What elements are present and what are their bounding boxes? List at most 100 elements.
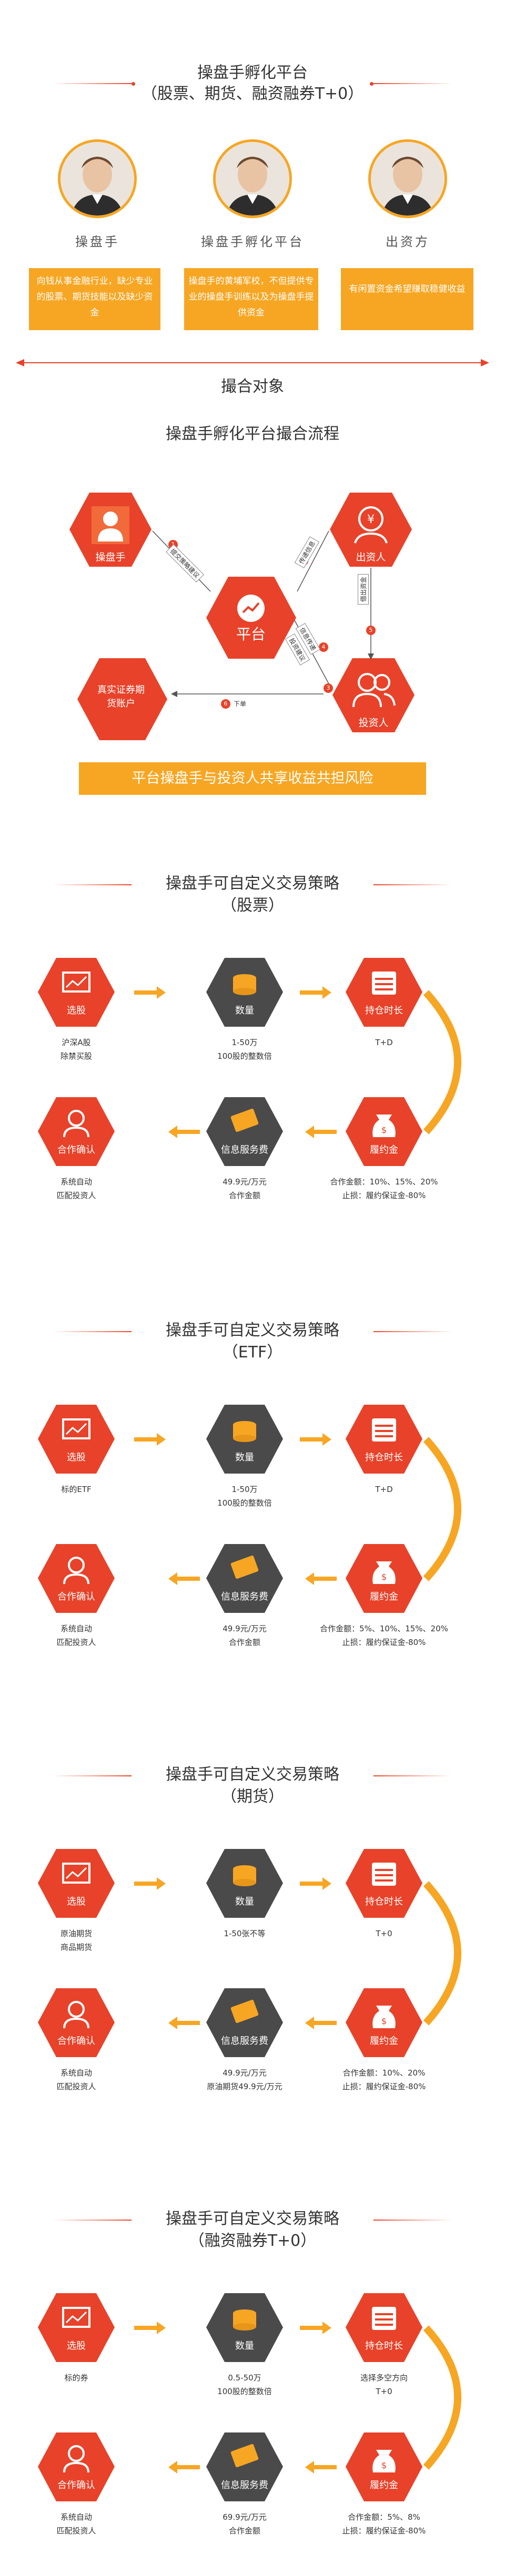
hex-margin: $ <box>345 1543 423 1616</box>
step-num-6: 6 <box>221 699 230 709</box>
step-num-5: 5 <box>366 626 376 635</box>
flow-connectors <box>152 530 374 697</box>
hex-amount <box>205 1404 284 1477</box>
flow-title: 操盘手孵化平台撮合流程 <box>166 425 339 443</box>
hex-margin: $ <box>345 1987 423 2060</box>
hex-account <box>77 658 167 740</box>
strategy-arrows <box>134 2322 461 2473</box>
label-fee: 信息服务费 <box>221 2036 268 2047</box>
section-deco-left <box>53 1775 132 1776</box>
hex-select <box>37 957 116 1030</box>
step-num-3: 3 <box>324 683 333 693</box>
hex-hold <box>345 957 423 1030</box>
text-hold: T+D <box>375 1485 393 1494</box>
section-title: 操盘手可自定义交易策略 <box>166 1765 339 1784</box>
avatar-funder <box>368 139 447 218</box>
svg-text:¥: ¥ <box>367 513 375 526</box>
label-margin: 履约金 <box>370 1144 398 1156</box>
hex-platform <box>206 577 296 659</box>
label-hold: 持仓时长 <box>365 1005 403 1016</box>
label-select: 选股 <box>67 1005 86 1016</box>
text-hold: 选择多空方向 T+0 <box>360 2373 408 2396</box>
avatar-trader <box>58 139 137 218</box>
label-select: 选股 <box>67 1452 86 1463</box>
hex-amount <box>205 1848 284 1921</box>
label-amount: 数量 <box>235 1452 254 1463</box>
role-trader: 操盘手 <box>75 234 119 249</box>
page-title: 操盘手孵化平台 <box>197 64 308 82</box>
hex-confirm <box>37 1987 116 2060</box>
title-dot-left <box>132 82 135 86</box>
text-amount: 1-50万 100股的整数倍 <box>217 1485 272 1508</box>
section-subtitle: （ETF） <box>222 1343 283 1362</box>
text-margin: 合作金额：10%、15%、20% 止损：履约保证金-80% <box>330 1177 438 1200</box>
strategy-arrows <box>134 986 461 1138</box>
step-label-5: 借出资金 <box>358 574 369 605</box>
label-amount: 数量 <box>235 1005 254 1016</box>
hex-hold <box>345 2292 423 2365</box>
label-hold: 持仓时长 <box>365 1896 403 1907</box>
flow-banner: 平台操盘手与投资人共享收益共担风险 <box>79 762 426 795</box>
match-arrow <box>16 359 489 366</box>
node-account: 真实证券期货账户 <box>97 684 145 709</box>
role-desc-trader: 向钱从事金融行业，缺少专业的股票、期货技能以及缺少资金 <box>29 268 160 330</box>
text-select: 标的ETF <box>61 1485 92 1494</box>
role-platform: 操盘手孵化平台 <box>201 234 304 249</box>
label-select: 选股 <box>67 1896 86 1907</box>
hex-investor-top: ¥ <box>330 493 412 567</box>
step-label-6: 下单 <box>231 699 249 709</box>
section-subtitle: （融资融券T+0） <box>188 2232 317 2250</box>
section-title: 操盘手可自定义交易策略 <box>166 1321 339 1340</box>
match-label: 撮合对象 <box>221 377 284 396</box>
section-deco-right <box>373 1331 452 1332</box>
section-title: 操盘手可自定义交易策略 <box>166 874 339 893</box>
section-deco-left <box>53 884 132 885</box>
strategy-arrows <box>134 1433 461 1585</box>
label-fee: 信息服务费 <box>221 1144 268 1156</box>
text-fee: 49.9元/万元 合作金额 <box>223 1624 267 1647</box>
text-margin: 合作金额：5%、10%、15%、20% 止损：履约保证金-80% <box>320 1624 448 1647</box>
hex-select <box>37 2292 116 2365</box>
text-confirm: 系统自动 匹配投资人 <box>56 2068 96 2091</box>
title-deco-right <box>373 83 452 84</box>
step-num-4: 4 <box>319 642 328 652</box>
label-amount: 数量 <box>235 2340 254 2352</box>
text-confirm: 系统自动 匹配投资人 <box>56 1624 96 1647</box>
avatar-platform <box>213 139 292 218</box>
hex-fee <box>205 2431 284 2505</box>
text-hold: T+0 <box>376 1929 392 1938</box>
hex-fee <box>205 1987 284 2060</box>
text-margin: 合作金额：10%、20% 止损：履约保证金-80% <box>342 2068 426 2091</box>
hex-investor <box>332 658 415 732</box>
hex-confirm <box>37 2431 116 2505</box>
label-hold: 持仓时长 <box>365 1452 403 1463</box>
label-margin: 履约金 <box>370 1591 398 1602</box>
hex-hold <box>345 1404 423 1477</box>
label-confirm: 合作确认 <box>57 1591 95 1602</box>
label-fee: 信息服务费 <box>221 1591 268 1602</box>
node-investor: 投资人 <box>358 717 389 729</box>
role-desc-platform: 操盘手的黄埔军校，不但提供专业的操盘手训练以及为操盘手提供资金 <box>184 268 318 330</box>
text-amount: 0.5-50万 100股的整数倍 <box>217 2373 272 2396</box>
section-title: 操盘手可自定义交易策略 <box>166 2210 339 2228</box>
hex-confirm <box>37 1543 116 1616</box>
svg-text:$: $ <box>381 2460 387 2470</box>
text-select: 标的券 <box>64 2373 88 2383</box>
label-fee: 信息服务费 <box>221 2480 268 2491</box>
hex-trader <box>69 493 152 567</box>
role-desc-funder: 有闲置资金希望赚取稳健收益 <box>341 268 473 330</box>
hex-margin: $ <box>345 1096 423 1169</box>
label-confirm: 合作确认 <box>57 1144 95 1156</box>
label-confirm: 合作确认 <box>57 2480 95 2491</box>
section-deco-left <box>53 2220 132 2221</box>
node-trader: 操盘手 <box>95 551 126 563</box>
label-confirm: 合作确认 <box>57 2036 95 2047</box>
section-deco-right <box>373 1775 452 1776</box>
label-select: 选股 <box>67 2340 86 2352</box>
text-select: 原油期货 商品期货 <box>60 1929 92 1952</box>
section-deco-right <box>373 884 452 885</box>
hex-fee <box>205 1543 284 1616</box>
label-margin: 履约金 <box>370 2036 398 2047</box>
page-subtitle: （股票、期货、融资融券T+0） <box>141 85 364 103</box>
role-funder: 出资方 <box>386 234 430 249</box>
